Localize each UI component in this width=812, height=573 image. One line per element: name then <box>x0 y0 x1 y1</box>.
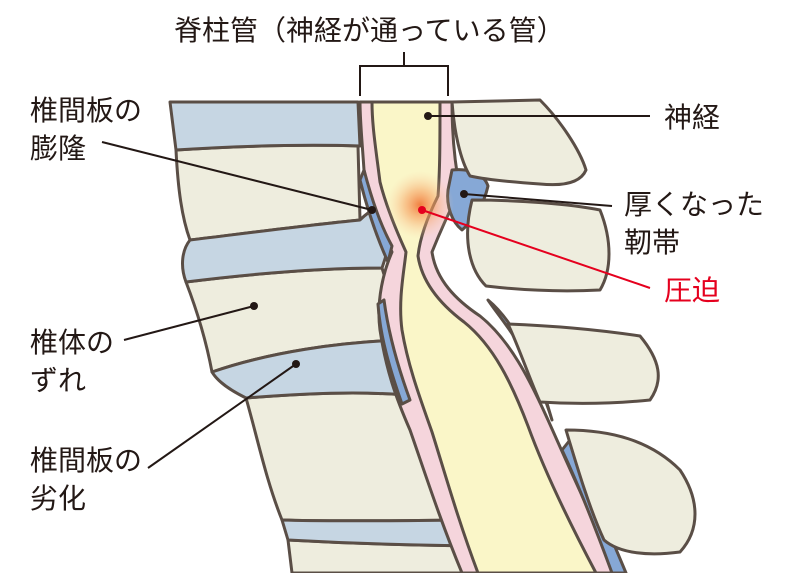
compression-glow <box>386 171 454 239</box>
dot-disc-bulge <box>368 206 376 214</box>
leader-slip <box>123 305 255 341</box>
label-ligament-line2: 靭帯 <box>624 226 680 259</box>
canal-bracket <box>359 52 449 96</box>
disc-top <box>168 100 362 152</box>
label-compression: 圧迫 <box>664 274 720 307</box>
anterior-ligament-lower <box>376 298 412 406</box>
label-disc-bulge-line1: 椎間板の <box>30 94 142 127</box>
leader-ligament <box>463 193 613 207</box>
leader-disc-bulge <box>101 141 373 211</box>
dot-compression <box>418 206 426 214</box>
label-disc-bulge-line2: 膨隆 <box>30 132 86 165</box>
lamina-middle <box>506 322 660 405</box>
nerve-cord <box>370 100 598 573</box>
label-degeneration-line1: 椎間板の <box>30 444 142 477</box>
label-ligament-line1: 厚くなった <box>624 188 764 221</box>
anterior-ligament <box>358 168 394 264</box>
leader-compression <box>421 209 651 289</box>
dot-ligament <box>460 190 468 198</box>
spinous-process-upper <box>466 198 611 293</box>
dot-slip <box>250 302 258 310</box>
dot-nerve <box>424 112 432 120</box>
label-slip-line2: ずれ <box>30 364 86 397</box>
label-degeneration-line2: 劣化 <box>30 482 86 515</box>
label-nerve: 神経 <box>664 101 720 134</box>
lamina-upper <box>450 98 588 187</box>
leader-degeneration <box>147 363 297 469</box>
dot-degeneration <box>292 360 300 368</box>
label-slip-line1: 椎体の <box>30 326 114 359</box>
label-spinal-canal: 脊柱管（神経が通っている管） <box>174 14 565 47</box>
spinous-process-lower <box>564 428 697 556</box>
